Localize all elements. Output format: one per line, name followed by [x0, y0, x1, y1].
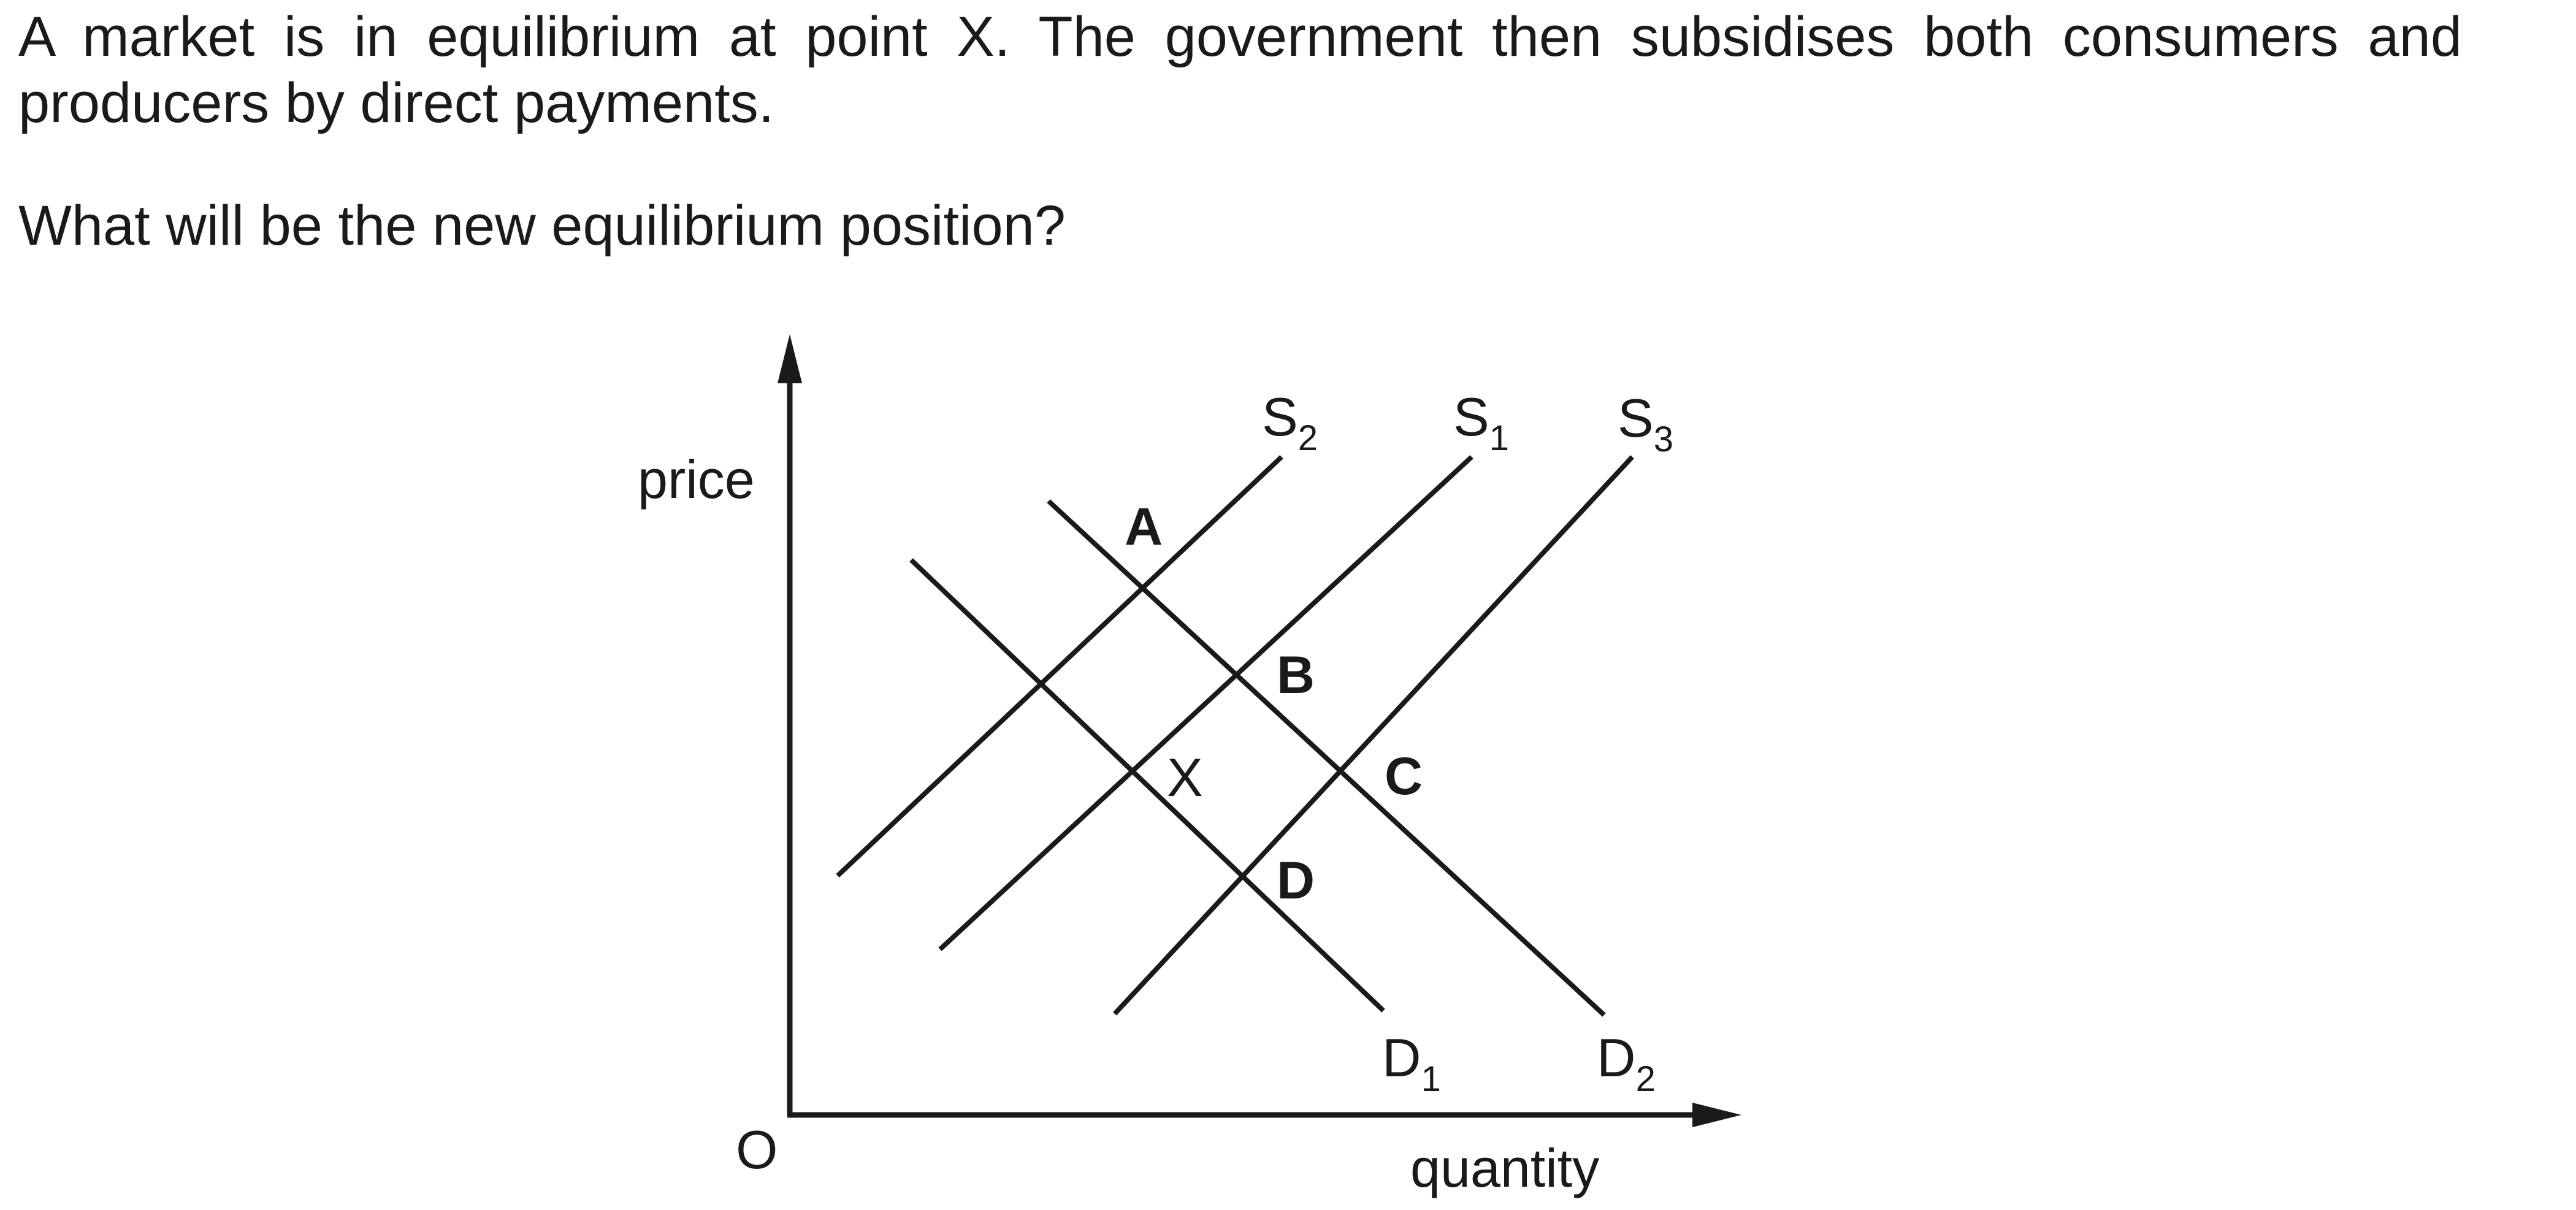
- x-axis-arrowhead: [1692, 1103, 1741, 1127]
- supply-curve-s3: [1113, 455, 1634, 1016]
- question-line-2: producers by direct payments.: [18, 72, 774, 134]
- demand-curve-d1: [909, 558, 1385, 1013]
- label-s2: S2: [1262, 386, 1318, 458]
- question-prompt: What will be the new equilibrium positio…: [18, 194, 1066, 257]
- x-axis-label: quantity: [1410, 1138, 1599, 1198]
- label-d1: D1: [1382, 1027, 1441, 1099]
- label-s3: S3: [1618, 388, 1673, 459]
- y-axis-label: price: [638, 449, 755, 510]
- label-d2: D2: [1597, 1027, 1656, 1099]
- label-s1: S1: [1453, 386, 1509, 458]
- question-text: A market is in equilibrium at point X. T…: [18, 4, 2471, 259]
- supply-curve-s2: [836, 455, 1283, 878]
- y-axis-arrowhead: [778, 334, 802, 383]
- point-x-label: X: [1167, 747, 1203, 808]
- demand-curve-d2: [1047, 499, 1606, 1017]
- point-b-label: B: [1277, 646, 1315, 705]
- supply-curve-s1: [938, 455, 1473, 951]
- point-c-label: C: [1385, 747, 1423, 806]
- question-line-1: A market is in equilibrium at point X. T…: [18, 6, 2462, 68]
- point-a-label: A: [1125, 497, 1163, 556]
- point-d-label: D: [1277, 851, 1315, 910]
- origin-label: O: [736, 1119, 778, 1180]
